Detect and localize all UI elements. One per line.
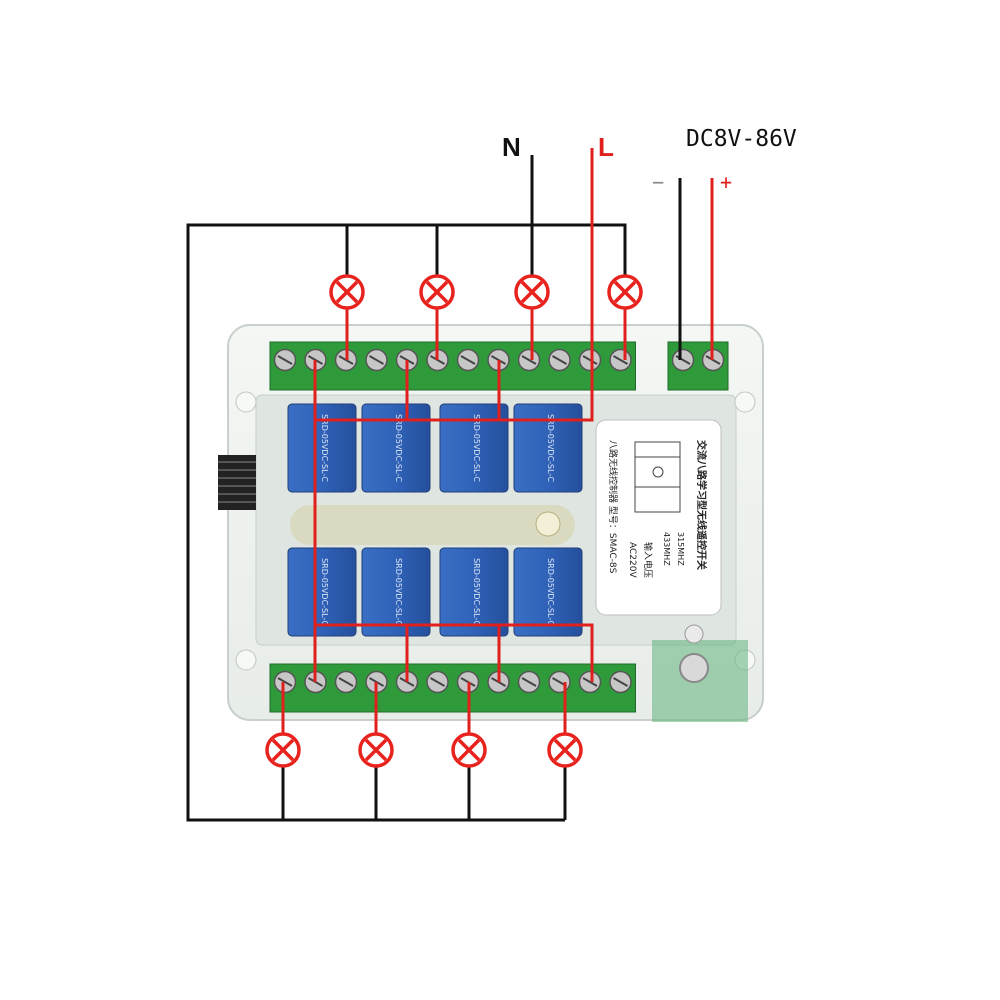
relay-body xyxy=(439,547,509,637)
relay-text: SRD-05VDC-SL-C xyxy=(546,414,555,482)
led-indicator xyxy=(684,624,704,644)
lamp-bottom-4-cross-b xyxy=(553,738,577,762)
lamp-bottom-3-cross-b xyxy=(457,738,481,762)
top-terminal-block xyxy=(269,341,636,391)
capacitor xyxy=(535,511,561,537)
sticker-ac: AC220V xyxy=(627,542,637,578)
lamp-top-1 xyxy=(329,274,365,310)
live-label: L xyxy=(598,132,614,162)
top-terminal-screw-slot xyxy=(582,355,598,365)
relay-body xyxy=(287,403,357,493)
antenna-coil xyxy=(218,455,256,510)
relay-text: SRD-05VDC-SL-C xyxy=(546,558,555,626)
bottom-terminal-screw-slot xyxy=(430,677,445,687)
lamp-top-3-cross-b xyxy=(520,280,544,304)
dc-minus-label: − xyxy=(652,170,665,194)
relay-body xyxy=(439,403,509,493)
top-terminal-screw-slot xyxy=(277,355,293,365)
relay-2: SRD-05VDC-SL-C xyxy=(361,403,431,493)
relay-1: SRD-05VDC-SL-C xyxy=(287,403,357,493)
relay-body xyxy=(287,547,357,637)
terminal-blocks xyxy=(269,341,729,713)
top-terminal-block-body xyxy=(269,341,636,391)
dc-plus-label: + xyxy=(720,170,733,194)
top-terminal-screw-slot xyxy=(369,355,384,365)
relay-body xyxy=(513,403,583,493)
lamp-bottom-4 xyxy=(547,732,583,768)
bottom-terminal-screw-slot xyxy=(582,677,598,687)
lamp-bottom-2-cross-b xyxy=(364,738,388,762)
lamp-bottom-1-cross-b xyxy=(271,738,295,762)
lamp-top-1-cross-b xyxy=(335,280,359,304)
relay-text: SRD-05VDC-SL-C xyxy=(394,414,403,482)
live-bus xyxy=(313,148,594,682)
relay-3: SRD-05VDC-SL-C xyxy=(439,403,509,493)
relay-8: SRD-05VDC-SL-C xyxy=(513,547,583,637)
sticker-freq1: 315MHZ xyxy=(676,532,685,566)
mount-hole-bl xyxy=(235,649,257,671)
relay-text: SRD-05VDC-SL-C xyxy=(472,414,481,482)
relay-text: SRD-05VDC-SL-C xyxy=(320,558,329,626)
relay-body xyxy=(513,547,583,637)
lamp-top-4 xyxy=(607,274,643,310)
relay-bank: SRD-05VDC-SL-C SRD-05VDC-SL-C SRD-05VDC-SL… xyxy=(287,403,583,637)
crystal xyxy=(290,505,575,545)
bottom-terminal-block xyxy=(269,663,636,713)
lamp-bottom-1 xyxy=(265,732,301,768)
lamp-top-4-cross-b xyxy=(613,280,637,304)
learn-button[interactable] xyxy=(679,653,709,683)
mount-hole-tr xyxy=(734,391,756,413)
relay-6: SRD-05VDC-SL-C xyxy=(361,547,431,637)
lamp-bottom-2 xyxy=(358,732,394,768)
sticker-model: 八路无线控制器 型号：SMAC-8S xyxy=(607,440,619,574)
top-terminal-screw-slot xyxy=(552,355,567,365)
sticker-input: 输入电压 xyxy=(642,542,654,578)
relay-body xyxy=(361,547,431,637)
top-terminal-screw-slot xyxy=(613,355,628,365)
relay-text: SRD-05VDC-SL-C xyxy=(472,558,481,626)
bottom-terminal-screw-slot xyxy=(613,677,628,687)
relay-4: SRD-05VDC-SL-C xyxy=(513,403,583,493)
lamp-top-2 xyxy=(419,274,455,310)
top-terminal-screw-slot xyxy=(521,355,537,365)
sticker-freq2: 433MHZ xyxy=(662,532,671,566)
lamp-top-3 xyxy=(514,274,550,310)
relay-5: SRD-05VDC-SL-C xyxy=(287,547,357,637)
lamps xyxy=(265,274,643,768)
info-sticker: 交流八路学习型无线遥控开关 八路无线控制器 型号：SMAC-8S 输入电压 AC… xyxy=(595,419,722,616)
relay-text: SRD-05VDC-SL-C xyxy=(320,414,329,482)
bottom-terminal-block-body xyxy=(269,663,636,713)
sticker-title: 交流八路学习型无线遥控开关 xyxy=(695,440,708,570)
relay-body xyxy=(361,403,431,493)
relay-text: SRD-05VDC-SL-C xyxy=(394,558,403,626)
bottom-terminal-screw-slot xyxy=(338,677,354,687)
bottom-terminal-screw-slot xyxy=(521,677,537,687)
dc-supply-label: DC8V-86V xyxy=(686,126,797,152)
lamp-top-2-cross-b xyxy=(425,280,449,304)
dc-terminal-block xyxy=(667,341,729,391)
top-terminal-screw-slot xyxy=(460,355,476,365)
relay-7: SRD-05VDC-SL-C xyxy=(439,547,509,637)
neutral-label: N xyxy=(502,132,521,162)
neutral-wire-frame xyxy=(186,155,565,822)
bottom-terminal-screw-slot xyxy=(277,677,293,687)
mount-hole-tl xyxy=(235,391,257,413)
neutral-to-lamp-4 xyxy=(532,223,627,290)
lamp-bottom-3 xyxy=(451,732,487,768)
dc-terminal-screw-slot xyxy=(675,355,691,365)
